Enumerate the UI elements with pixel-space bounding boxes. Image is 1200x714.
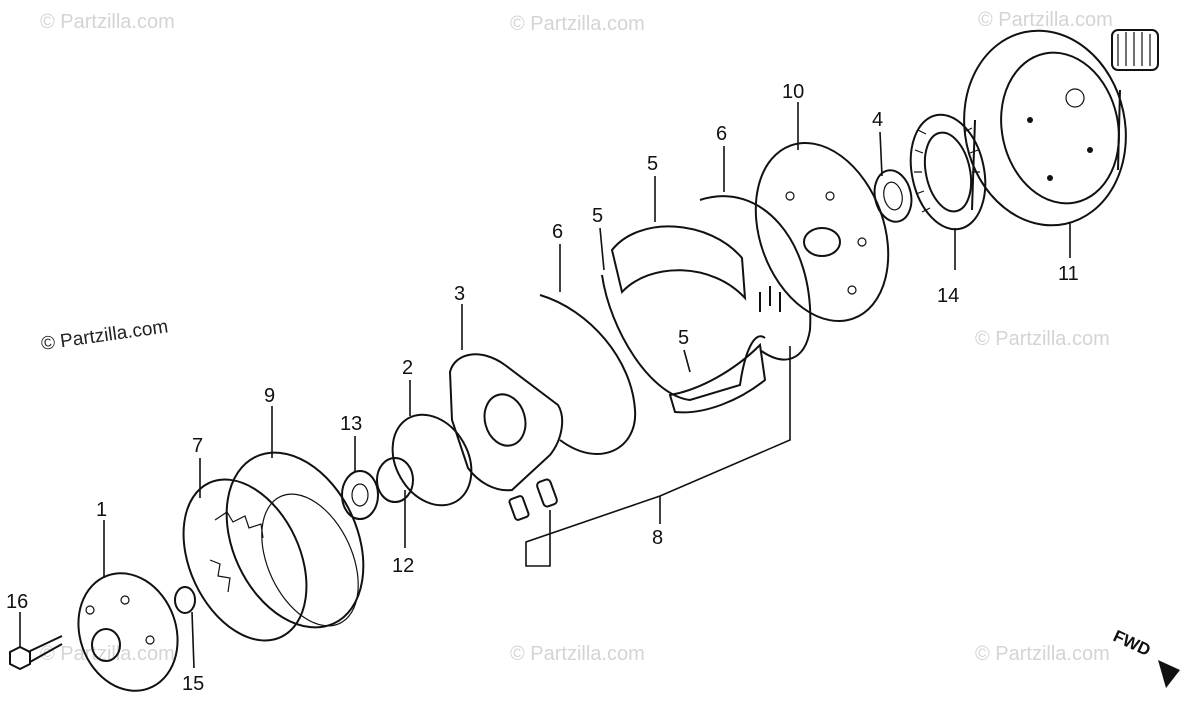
watermark-mid-right: © Partzilla.com: [975, 328, 1110, 350]
leader-lines: [19, 102, 1071, 669]
callout-13: 13: [340, 413, 362, 435]
fwd-indicator: FWD: [1110, 626, 1180, 688]
watermarks: © Partzilla.com © Partzilla.com © Partzi…: [40, 9, 1113, 665]
watermark-top-center: © Partzilla.com: [510, 13, 645, 35]
part-3-drive-plate: [448, 353, 564, 492]
callout-10: 10: [782, 81, 804, 103]
callout-6-top: 6: [716, 123, 727, 145]
part-1-cover: [77, 572, 179, 692]
callout-4: 4: [872, 109, 883, 131]
watermark-bottom-left: © Partzilla.com: [40, 643, 175, 665]
copyright-text: © Partzilla.com: [40, 316, 170, 355]
part-8-hardware: [508, 286, 781, 521]
callout-2: 2: [402, 357, 413, 379]
callout-3: 3: [454, 283, 465, 305]
part-6-springs: [539, 195, 812, 455]
callout-16: 16: [6, 591, 28, 613]
callout-5-middle: 5: [592, 205, 603, 227]
part-15-o-ring: [174, 586, 196, 614]
part-13-nut: [341, 470, 379, 520]
callout-5-top: 5: [647, 153, 658, 175]
part-10-plate: [754, 141, 890, 323]
fwd-arrow-icon: [1158, 660, 1180, 688]
part-5-clutch-shoes: [601, 225, 767, 414]
callout-9: 9: [264, 385, 275, 407]
part-9-disc: [225, 451, 365, 629]
watermark-bottom-center: © Partzilla.com: [510, 643, 645, 665]
callout-12: 12: [392, 555, 414, 577]
part-7-splined-plate: [182, 478, 308, 642]
watermark-bottom-right: © Partzilla.com: [975, 643, 1110, 665]
callouts: 11 14 4 10 6 5 5 6 5 3 2 13 9 7 1 16 15 …: [6, 81, 1079, 695]
part-11-clutch-outer: [963, 29, 1159, 227]
callout-1: 1: [96, 499, 107, 521]
callout-7: 7: [192, 435, 203, 457]
part-14-one-way-bearing: [909, 113, 987, 231]
watermark-top-left: © Partzilla.com: [40, 11, 175, 33]
part-12-washer: [376, 457, 414, 503]
callout-11: 11: [1058, 263, 1079, 285]
callout-8: 8: [652, 527, 663, 549]
callout-14: 14: [937, 285, 959, 307]
fwd-label: FWD: [1110, 626, 1153, 660]
watermark-top-right: © Partzilla.com: [978, 9, 1113, 31]
part-4-collar: [873, 169, 913, 223]
callout-6-left: 6: [552, 221, 563, 243]
part-2-ring: [391, 413, 473, 507]
callout-15: 15: [182, 673, 204, 695]
callout-5-lower: 5: [678, 327, 689, 349]
